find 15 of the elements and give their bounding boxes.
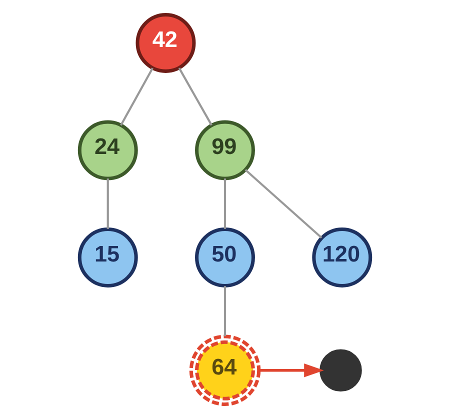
node-circle: 15 [78,227,138,287]
connector [224,286,226,336]
connector [106,178,109,228]
node-circle: 99 [195,120,255,180]
node-circle: 24 [78,120,138,180]
connector [224,178,226,228]
node-circle: 50 [195,227,255,287]
arrow [258,362,324,377]
node-circle: 42 [136,12,196,72]
connector [178,67,213,126]
node-circle [320,348,362,392]
connector [120,67,154,126]
connector [244,168,322,238]
node-circle: 64 [189,334,261,406]
node-circle: 120 [312,227,372,287]
